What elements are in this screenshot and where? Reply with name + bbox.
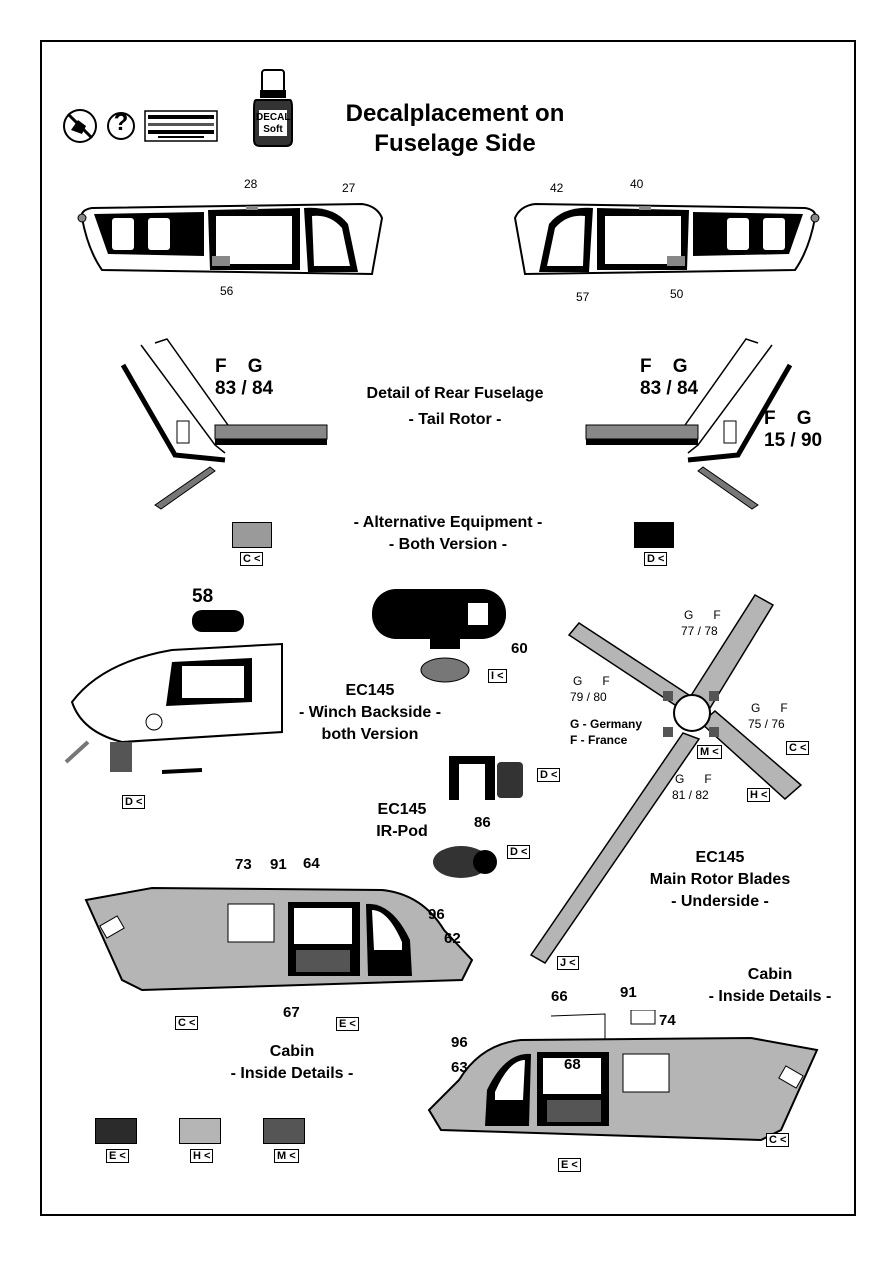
- callout-27: 27: [342, 181, 356, 195]
- rear-fuselage-title: Detail of Rear Fuselage: [366, 385, 544, 402]
- fuselage-side-left-drawing: [77, 202, 384, 276]
- main-rotor-blades-drawing: [529, 594, 803, 964]
- key-d-irpod-2: D <: [507, 845, 531, 859]
- rear-fuselage-subtitle: - Tail Rotor -: [408, 411, 502, 428]
- rotor-legend-france: F - France: [570, 733, 628, 747]
- cabin-left-caption-line2: - Inside Details -: [230, 1065, 354, 1082]
- legend-key-e: E <: [106, 1149, 129, 1163]
- page-title-line2: Fuselage Side: [374, 130, 536, 157]
- legend-key-m: M <: [274, 1149, 299, 1163]
- no-glue-icon: [63, 109, 97, 143]
- manufacturer-logo: [144, 110, 218, 142]
- cabin-left-callout-96: 96: [428, 906, 445, 923]
- cabin-right-callout-66: 66: [551, 988, 568, 1005]
- legend-swatch-m: [263, 1118, 305, 1144]
- winch-caption-line2: - Winch Backside -: [298, 704, 442, 721]
- rear-right-fg: F G: [640, 356, 688, 377]
- alternative-equipment-line2: - Both Version -: [388, 536, 508, 553]
- cabin-right-drawing: [427, 1010, 819, 1142]
- rotor-caption-line1: EC145: [695, 849, 745, 866]
- irpod-caption-line2: IR-Pod: [376, 823, 428, 840]
- cabin-left-callout-64: 64: [303, 855, 320, 872]
- rotor-gf-left: G F: [573, 674, 610, 688]
- rotor-caption-line2: Main Rotor Blades: [649, 871, 791, 888]
- callout-50: 50: [670, 287, 684, 301]
- cabin-left-callout-62: 62: [444, 930, 461, 947]
- callout-28: 28: [244, 177, 258, 191]
- legend-swatch-h: [179, 1118, 221, 1144]
- fuselage-side-right-drawing: [513, 202, 820, 276]
- rotor-nums-right: 75 / 76: [748, 717, 785, 731]
- cabin-left-callout-67: 67: [283, 1004, 300, 1021]
- rotor-caption-line3: - Underside -: [671, 893, 769, 910]
- rear-right-nums2: 15 / 90: [764, 430, 823, 451]
- callout-40: 40: [630, 177, 644, 191]
- rear-fuselage-right-drawing: [585, 338, 793, 510]
- legend-swatch-e: [95, 1118, 137, 1144]
- alternative-equipment-line1: - Alternative Equipment -: [353, 514, 543, 531]
- legend-key-h: H <: [190, 1149, 214, 1163]
- page-frame: [40, 40, 856, 1216]
- cabin-right-callout-68: 68: [564, 1056, 581, 1073]
- rotor-nums-bottom: 81 / 82: [672, 788, 709, 802]
- swatch-d: [634, 522, 674, 548]
- winch-caption-line3: both Version: [321, 726, 419, 743]
- cabin-right-callout-74: 74: [659, 1012, 676, 1029]
- key-d-alt: D <: [644, 552, 668, 566]
- callout-57: 57: [576, 290, 590, 304]
- key-c-rotor: C <: [786, 741, 810, 755]
- rotor-gf-right: G F: [751, 701, 788, 715]
- ir-pod-drawing: [433, 756, 523, 878]
- rear-left-nums: 83 / 84: [215, 378, 274, 399]
- callout-42: 42: [550, 181, 564, 195]
- rear-fuselage-left-drawing: [120, 338, 328, 510]
- decal-jar-label: DECAL: [256, 112, 291, 123]
- key-d-irpod-1: D <: [537, 768, 561, 782]
- cabin-left-drawing: [84, 886, 474, 992]
- cabin-right-caption-line2: - Inside Details -: [708, 988, 832, 1005]
- rotor-gf-top: G F: [684, 608, 721, 622]
- key-j-rotor: J <: [557, 956, 579, 970]
- page-title-line1: Decalplacement on: [345, 100, 565, 127]
- rotor-nums-left: 79 / 80: [570, 690, 607, 704]
- key-c-alt: C <: [240, 552, 264, 566]
- irpod-caption-line1: EC145: [377, 801, 427, 818]
- key-m-rotor: M <: [697, 745, 722, 759]
- question-mark-text: ?: [113, 109, 129, 136]
- cabin-left-callout-73: 73: [235, 856, 252, 873]
- rotor-nums-top: 77 / 78: [681, 624, 718, 638]
- cabin-left-callout-91: 91: [270, 856, 287, 873]
- cabin-right-callout-96: 96: [451, 1034, 468, 1051]
- swatch-c: [232, 522, 272, 548]
- callout-56: 56: [220, 284, 234, 298]
- rear-left-fg: F G: [215, 356, 263, 377]
- cabin-left-caption-line1: Cabin: [269, 1043, 315, 1060]
- key-d-winch: D <: [122, 795, 146, 809]
- rotor-gf-bottom: G F: [675, 772, 712, 786]
- winch-caption-line1: EC145: [345, 682, 395, 699]
- decal-soft-jar-icon: [253, 69, 293, 147]
- key-e-cabin-right: E <: [558, 1158, 581, 1172]
- key-i-winch: I <: [488, 669, 507, 683]
- callout-60: 60: [511, 640, 528, 657]
- callout-58: 58: [192, 586, 214, 607]
- winch-helicopter-drawing: [64, 610, 283, 774]
- decal-jar-label-soft: Soft: [263, 124, 283, 135]
- rotor-legend-germany: G - Germany: [570, 717, 643, 731]
- cabin-right-caption-line1: Cabin: [747, 966, 793, 983]
- callout-86: 86: [474, 814, 491, 831]
- key-c-cabin-right: C <: [766, 1133, 790, 1147]
- cabin-right-callout-63: 63: [451, 1059, 468, 1076]
- question-icon: [107, 112, 135, 140]
- rear-right-fg2: F G: [764, 408, 812, 429]
- cabin-right-callout-91: 91: [620, 984, 637, 1001]
- winch-detail-drawing: [372, 589, 506, 683]
- rear-right-nums: 83 / 84: [640, 378, 699, 399]
- key-e-cabin-left: E <: [336, 1017, 359, 1031]
- key-h-rotor: H <: [747, 788, 771, 802]
- key-c-cabin-left: C <: [175, 1016, 199, 1030]
